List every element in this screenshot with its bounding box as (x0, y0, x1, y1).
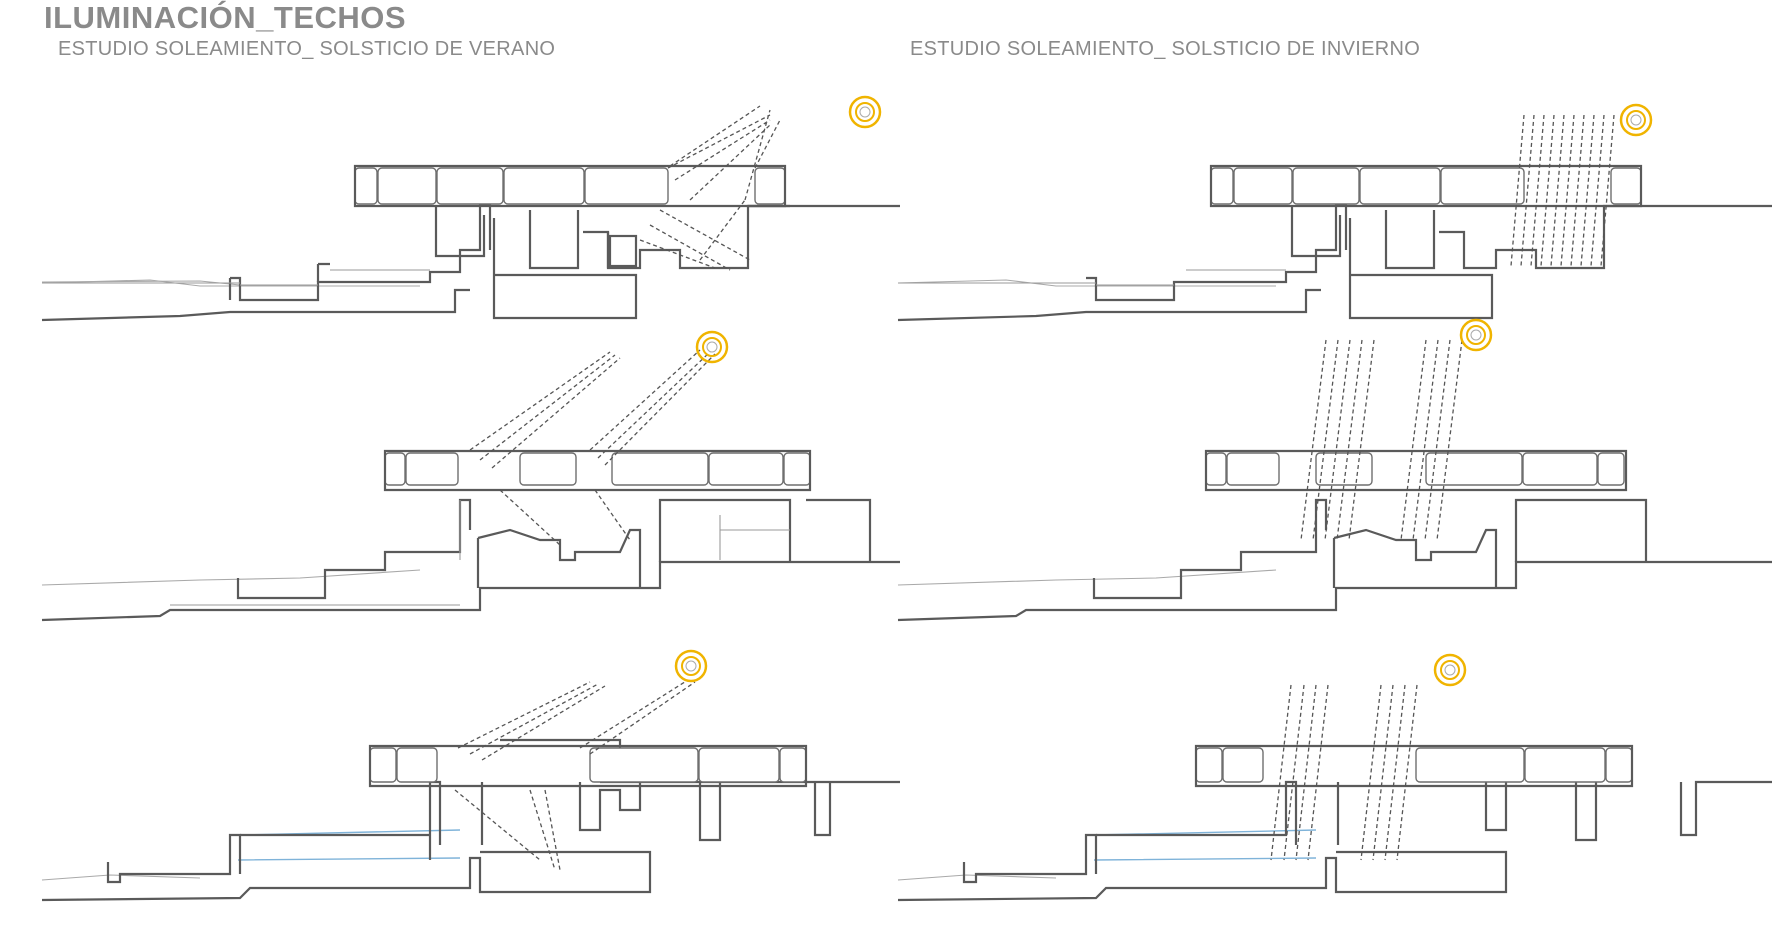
page-title: ILUMINACIÓN_TECHOS (44, 0, 407, 35)
sun-icon (695, 330, 729, 364)
section-row1-winter (897, 103, 1772, 322)
sun-icon (674, 649, 708, 683)
summer-solstice-subtitle: ESTUDIO SOLEAMIENTO_ SOLSTICIO DE VERANO (58, 38, 556, 60)
sun-icon (1433, 653, 1467, 687)
section-row3-winter (897, 653, 1772, 902)
section-row3-summer (41, 649, 900, 902)
section-row2-winter (897, 318, 1772, 622)
sun-icon (1459, 318, 1493, 352)
sun-icon (848, 95, 882, 129)
section-row1-summer (41, 95, 900, 322)
sun-icon (1619, 103, 1653, 137)
winter-solstice-subtitle: ESTUDIO SOLEAMIENTO_ SOLSTICIO DE INVIER… (910, 38, 1421, 60)
section-row2-summer (41, 330, 900, 622)
